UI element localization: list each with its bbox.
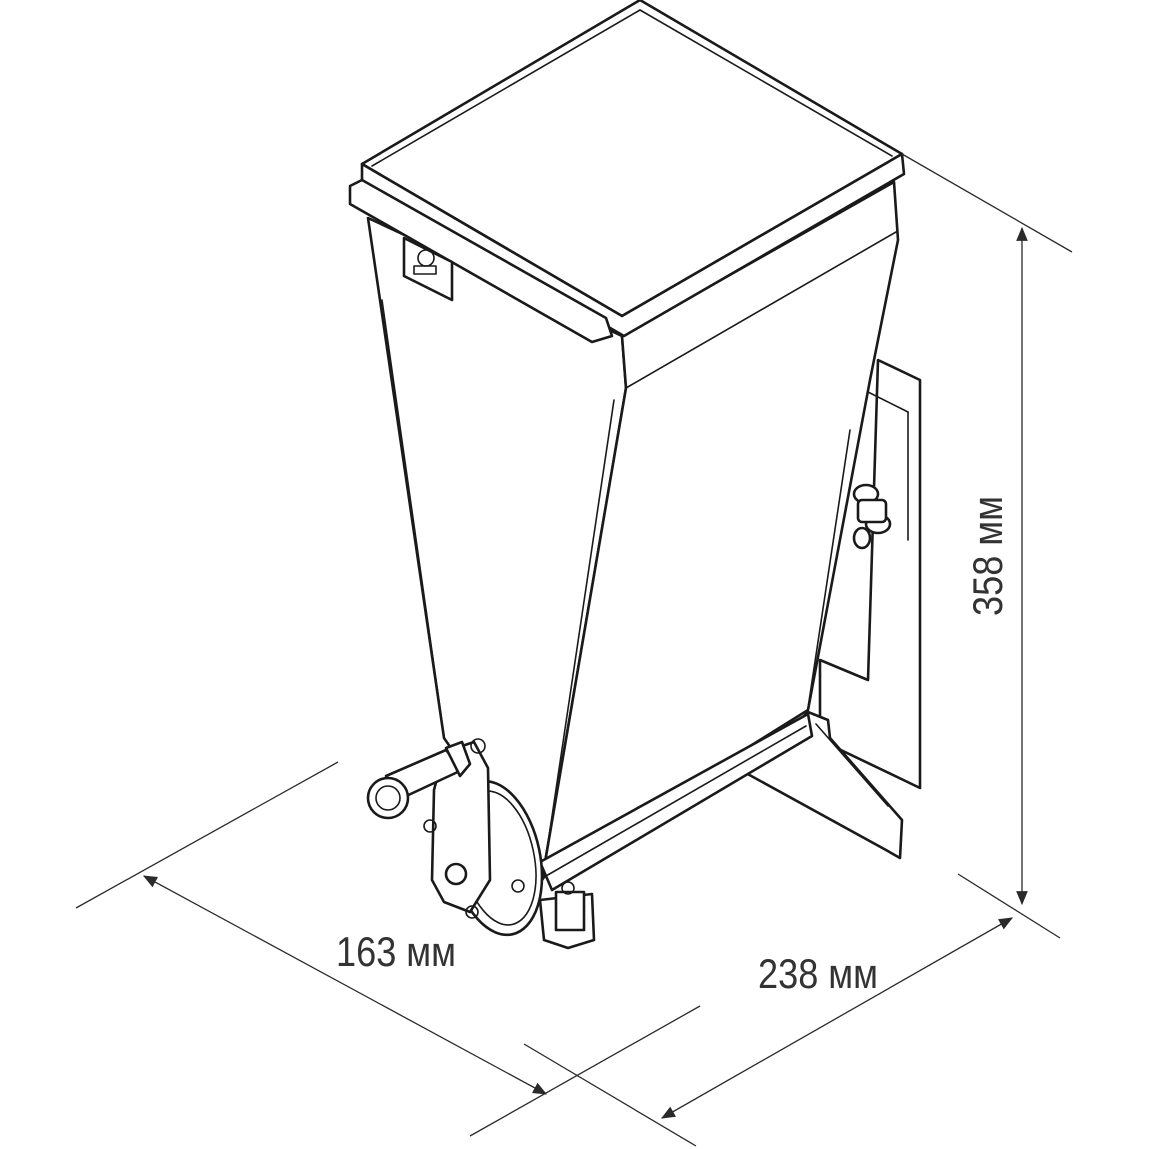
hopper-lid xyxy=(348,0,906,344)
trough-bracket xyxy=(538,881,596,950)
wing-nut xyxy=(852,483,892,550)
lid-latch xyxy=(402,236,454,302)
hopper-side-face xyxy=(540,180,900,882)
feed-trough xyxy=(538,712,814,892)
width-dimension-label: 238 мм xyxy=(758,952,878,998)
depth-dimension-label: 163 мм xyxy=(336,930,456,976)
height-dimension: 358 мм xyxy=(901,153,1073,939)
depth-dimension: 163 мм xyxy=(75,761,701,1137)
width-dimension: 238 мм xyxy=(523,917,1014,1147)
height-dimension-label: 358 мм xyxy=(966,496,1012,616)
